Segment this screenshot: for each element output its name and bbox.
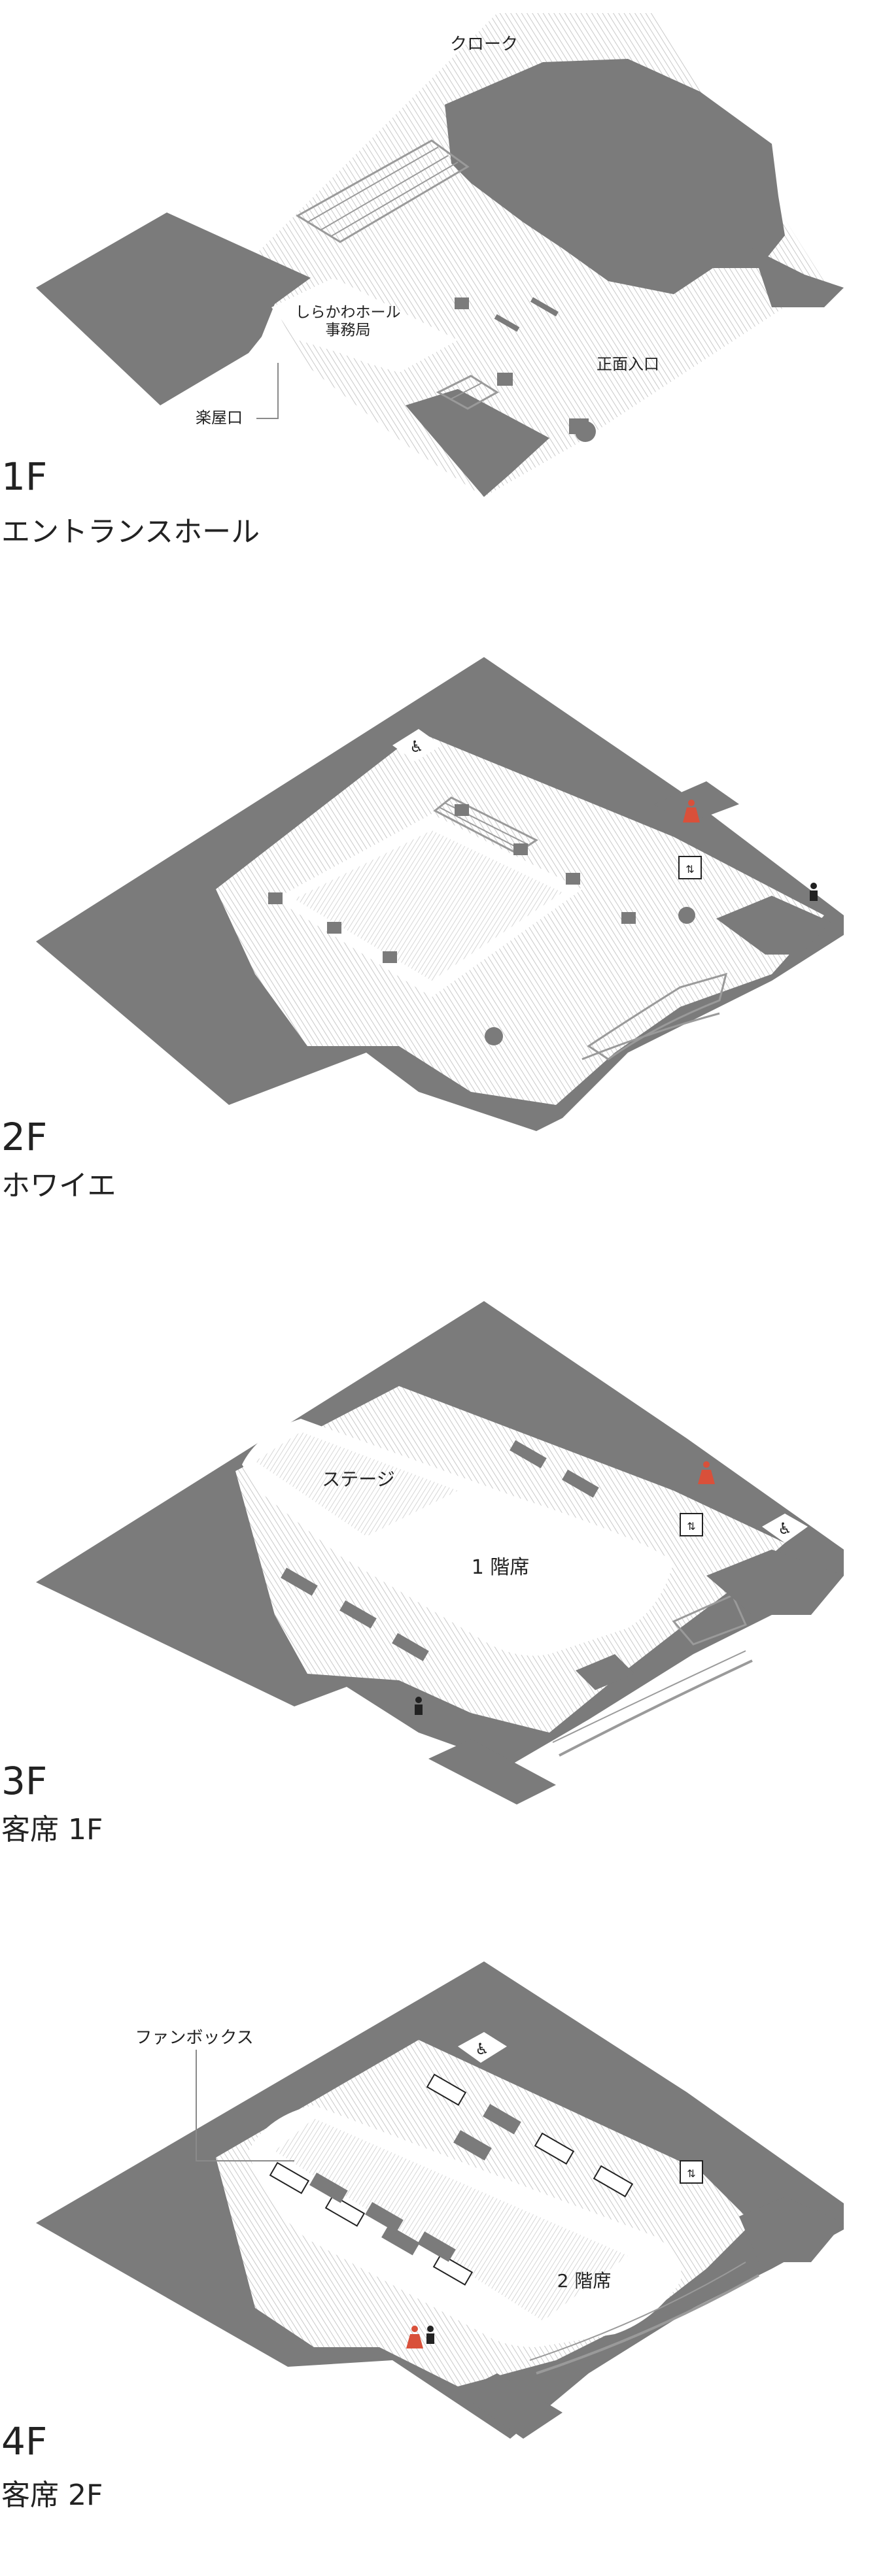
backstage-entrance-label: 楽屋口 [196,409,243,427]
fan-box-seats [269,2073,634,2286]
pillar [268,892,283,904]
building-block [406,389,549,497]
fan-box-label: ファンボックス [135,2028,253,2048]
pillar [455,804,469,816]
floor-3f: ステージ 1 階席 ⇅ ♿ 3F 客席 1F [0,1288,883,1922]
female-restroom-icon [698,1461,715,1484]
building-block [654,781,739,824]
leader-line [196,2050,294,2161]
column [575,421,596,442]
pillar [455,297,469,309]
partition [392,1633,429,1661]
partition [339,1600,377,1629]
building-block [445,59,785,294]
office-label-line2: 事務局 [326,322,371,339]
wall [530,297,559,316]
floor-plan-4f: ファンボックス 2 階席 ♿ ⇅ [36,1961,844,2439]
elevator-icon: ⇅ [680,2160,703,2184]
building-block [716,896,831,955]
svg-text:⇅: ⇅ [687,2167,695,2180]
building-block [428,1739,556,1805]
floor-name: 客席 2F [1,2479,103,2512]
svg-text:♿: ♿ [475,2040,489,2058]
floor-2f: ♿ ⇅ 2F ホワイエ [0,634,883,1268]
staircase [529,2262,759,2375]
cloak-label: クローク [450,35,518,54]
hall-floor [294,830,563,981]
column [485,1027,503,1045]
svg-text:♿: ♿ [778,1519,792,1538]
staircase [296,139,470,243]
floor-number: 4F [1,2419,48,2464]
partition [281,1567,318,1596]
office-area [271,278,458,373]
floor-name: 客席 1F [1,1813,103,1846]
office-label-line1: しらかわホール [296,304,401,321]
staircase [581,972,728,1060]
floor-name: エントランスホール [1,515,260,549]
svg-text:⇅: ⇅ [687,1520,695,1533]
pillar [513,843,528,855]
stage-area [255,1432,458,1536]
floor-name: ホワイエ [1,1169,116,1202]
partition [562,1469,599,1498]
building-block [458,2373,563,2439]
floor-plan-2f: ♿ ⇅ [36,657,844,1131]
wall [494,314,520,332]
pillar [566,873,580,885]
wheelchair-icon: ♿ [458,2032,507,2063]
floor-number: 2F [1,1115,48,1159]
floor-plan-3f: ステージ 1 階席 ⇅ ♿ [36,1301,844,1805]
male-restroom-icon [426,2326,434,2344]
staircase [552,1594,753,1757]
floor-number: 3F [1,1759,48,1803]
pillar [497,373,513,386]
building-block [752,248,844,307]
leader-line [256,363,279,419]
elevator-icon: ⇅ [680,1513,703,1536]
male-restroom-icon [415,1697,423,1715]
floor-plan-1f: クローク しらかわホール 事務局 正面入口 楽屋口 [36,13,844,497]
column [678,907,695,924]
svg-text:♿: ♿ [409,737,424,756]
elevator-icon: ⇅ [678,856,702,879]
wheelchair-icon: ♿ [762,1514,808,1543]
pillar [621,912,636,924]
female-restroom-icon [683,800,700,822]
seats-label: 1 階席 [472,1556,530,1579]
wheelchair-icon: ♿ [392,729,441,762]
partition [576,1654,634,1690]
balcony-floor [275,2118,628,2321]
main-entrance-label: 正面入口 [597,355,659,373]
partition [510,1440,547,1468]
building-block [739,2197,844,2262]
seats-label: 2 階席 [557,2270,612,2292]
pillar [327,922,341,934]
svg-text:⇅: ⇅ [685,863,694,875]
building-block [706,1550,844,1615]
staircase [436,375,499,410]
female-restroom-icon [406,2326,423,2348]
male-restroom-icon [810,883,818,901]
floor-1f: クローク しらかわホール 事務局 正面入口 楽屋口 1F エントランスホール [0,0,883,634]
building-block [36,212,311,405]
pillar [383,951,397,963]
floor-4f: ファンボックス 2 階席 ♿ ⇅ 4F 客席 2F [0,1942,883,2576]
floor-number: 1F [1,454,48,499]
stage-label: ステージ [322,1468,394,1490]
